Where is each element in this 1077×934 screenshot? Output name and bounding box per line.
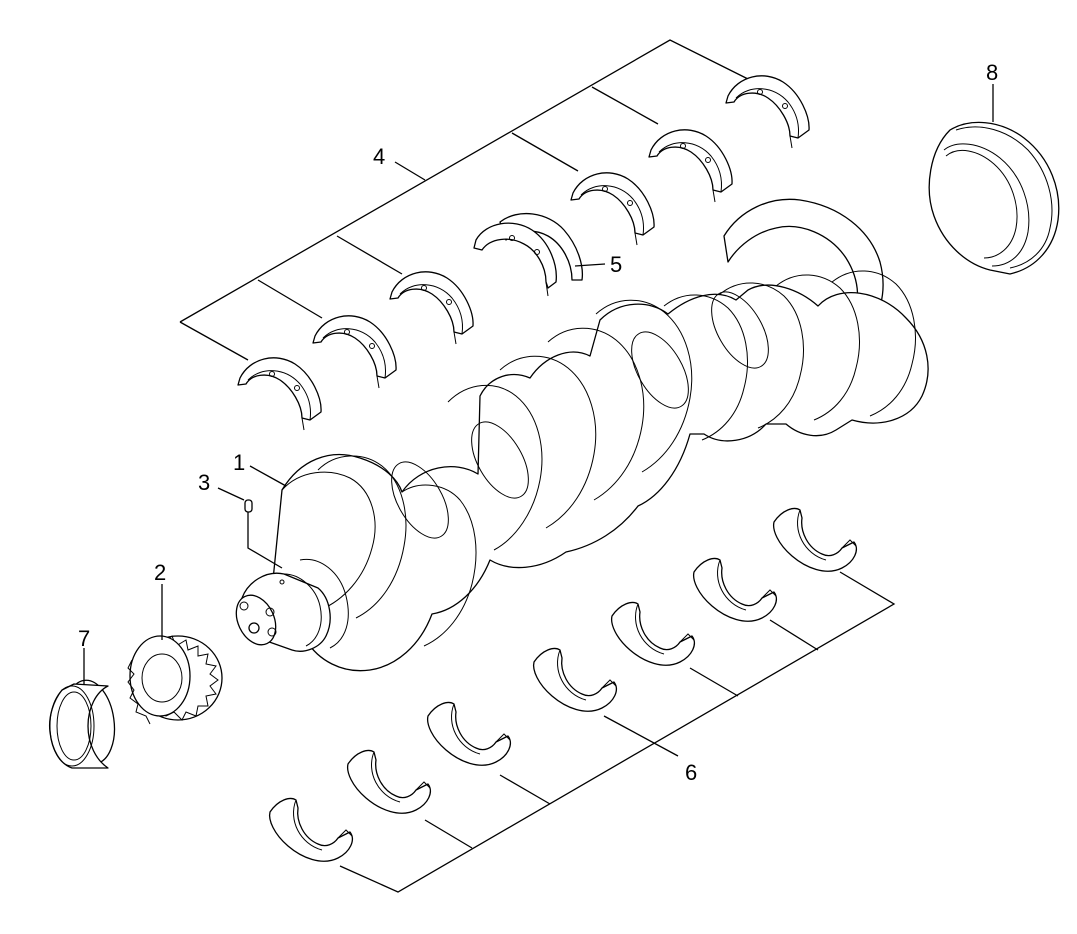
callout-7: 7 (78, 626, 90, 651)
upper-bearing-shell (648, 129, 733, 203)
lower-bearing-shell (772, 507, 857, 572)
lower-bearing-shell (532, 647, 617, 712)
rear-wear-ring (928, 121, 1060, 275)
callout-1: 1 (233, 450, 245, 475)
lower-bearing-shell (346, 749, 431, 814)
upper-bearing-shell (570, 172, 655, 246)
front-wear-ring (48, 679, 116, 769)
callout-4: 4 (373, 144, 385, 169)
lower-bearing-shell (268, 797, 353, 862)
lower-bearing-shells (268, 507, 857, 862)
crankshaft (235, 198, 929, 672)
lower-bearing-shell (692, 557, 777, 622)
dowel-pin (244, 499, 283, 569)
leader-lines (83, 84, 994, 684)
upper-bearing-shells (237, 75, 810, 431)
upper-bearing-bracket (179, 39, 751, 361)
crankshaft-gear (127, 635, 223, 725)
callout-labels: 1 2 3 4 5 6 7 8 (78, 60, 998, 785)
upper-bearing-shell (312, 315, 397, 389)
lower-bearing-shell (426, 701, 511, 766)
callout-5: 5 (610, 252, 622, 277)
callout-3: 3 (198, 470, 210, 495)
lower-bearing-bracket (339, 571, 896, 893)
callout-2: 2 (154, 560, 166, 585)
upper-bearing-shell (389, 271, 474, 345)
upper-bearing-shell (725, 75, 810, 149)
upper-bearing-shell (237, 357, 322, 431)
callout-8: 8 (986, 60, 998, 85)
thrust-bearing (473, 212, 606, 297)
lower-bearing-shell (610, 601, 695, 666)
callout-6: 6 (685, 760, 697, 785)
